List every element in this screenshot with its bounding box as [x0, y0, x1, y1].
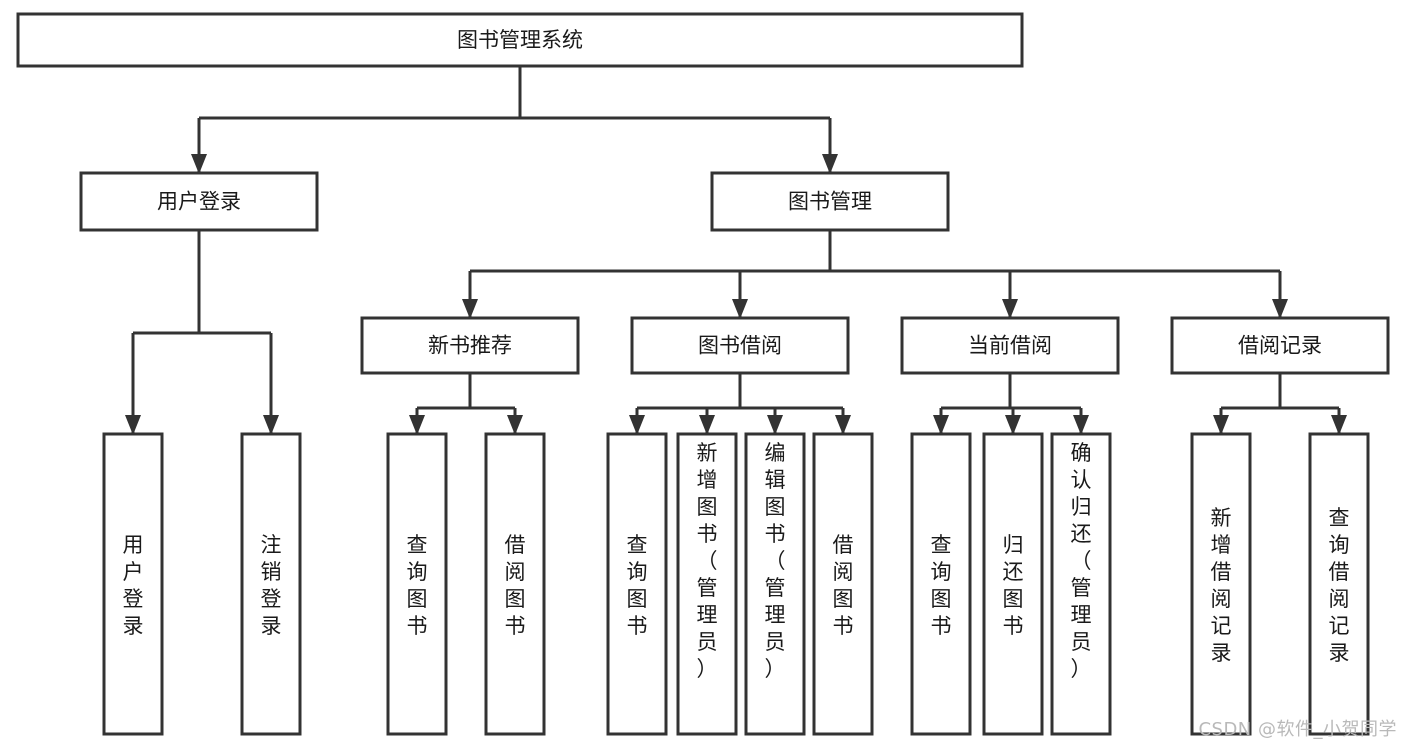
node-box[interactable] — [744, 432, 806, 736]
arrow-head-icon — [191, 154, 207, 174]
node-leaf-logout[interactable]: 注销登录 — [240, 432, 302, 736]
node-label: 新书推荐 — [428, 334, 512, 358]
node-box[interactable] — [386, 432, 448, 736]
node-leaf-add-record[interactable]: 新增借阅记录 — [1190, 432, 1252, 736]
node-leaf-borrow-book-1[interactable]: 借阅图书 — [484, 432, 546, 736]
arrow-head-icon — [263, 415, 279, 435]
arrow-head-icon — [732, 299, 748, 319]
arrow-head-icon — [1331, 415, 1347, 435]
node-box[interactable] — [900, 316, 1120, 375]
node-current-borrow[interactable]: 当前借阅 — [900, 316, 1120, 375]
arrow-head-icon — [1073, 415, 1089, 435]
nodes-layer: 图书管理系统用户登录图书管理新书推荐图书借阅当前借阅借阅记录用户登录注销登录查询… — [16, 12, 1390, 736]
node-label: 查询借阅记录 — [1329, 506, 1350, 665]
arrow-head-icon — [507, 415, 523, 435]
node-box[interactable] — [1050, 432, 1112, 736]
arrow-head-icon — [933, 415, 949, 435]
node-label: 用户登录 — [157, 190, 241, 214]
node-borrow-record[interactable]: 借阅记录 — [1170, 316, 1390, 375]
node-book-borrow[interactable]: 图书借阅 — [630, 316, 850, 375]
node-leaf-return-book[interactable]: 归还图书 — [982, 432, 1044, 736]
arrow-head-icon — [1213, 415, 1229, 435]
node-label: 新增借阅记录 — [1211, 506, 1232, 665]
node-label: 查询图书 — [407, 533, 428, 638]
node-box[interactable] — [1170, 316, 1390, 375]
node-label: 借阅图书 — [833, 533, 854, 638]
node-label: 注销登录 — [261, 533, 282, 638]
node-box[interactable] — [676, 432, 738, 736]
node-label: 借阅记录 — [1238, 334, 1322, 358]
node-label: 查询图书 — [931, 533, 952, 638]
node-label: 图书借阅 — [698, 334, 782, 358]
node-leaf-borrow-book-2[interactable]: 借阅图书 — [812, 432, 874, 736]
node-leaf-query-book-1[interactable]: 查询图书 — [386, 432, 448, 736]
arrow-head-icon — [462, 299, 478, 319]
node-label: 当前借阅 — [968, 334, 1052, 358]
node-leaf-add-book[interactable]: 新增图书（管理员） — [676, 432, 738, 736]
node-leaf-query-book-2[interactable]: 查询图书 — [606, 432, 668, 736]
arrow-head-icon — [125, 415, 141, 435]
node-label: 归还图书 — [1003, 533, 1024, 638]
node-box[interactable] — [79, 171, 319, 232]
arrow-head-icon — [629, 415, 645, 435]
node-label: 图书管理 — [788, 190, 872, 214]
node-label: 编辑图书（管理员） — [765, 441, 786, 681]
node-box[interactable] — [812, 432, 874, 736]
arrow-head-icon — [835, 415, 851, 435]
node-box[interactable] — [360, 316, 580, 375]
node-box[interactable] — [910, 432, 972, 736]
arrow-head-icon — [822, 154, 838, 174]
node-box[interactable] — [982, 432, 1044, 736]
connectors-layer — [125, 66, 1347, 435]
node-leaf-confirm-return[interactable]: 确认归还（管理员） — [1050, 432, 1112, 736]
node-box[interactable] — [606, 432, 668, 736]
node-leaf-edit-book[interactable]: 编辑图书（管理员） — [744, 432, 806, 736]
node-label: 图书管理系统 — [457, 28, 583, 52]
node-box[interactable] — [240, 432, 302, 736]
node-box[interactable] — [1308, 432, 1370, 736]
node-box[interactable] — [102, 432, 164, 736]
arrow-head-icon — [1002, 299, 1018, 319]
node-box[interactable] — [16, 12, 1024, 68]
node-leaf-user-login[interactable]: 用户登录 — [102, 432, 164, 736]
node-box[interactable] — [1190, 432, 1252, 736]
node-new-book-recommend[interactable]: 新书推荐 — [360, 316, 580, 375]
node-box[interactable] — [630, 316, 850, 375]
arrow-head-icon — [767, 415, 783, 435]
node-label: 新增图书（管理员） — [697, 441, 718, 681]
arrow-head-icon — [1272, 299, 1288, 319]
node-label: 确认归还（管理员） — [1071, 441, 1092, 681]
node-root-root[interactable]: 图书管理系统 — [16, 12, 1024, 68]
node-box[interactable] — [710, 171, 950, 232]
node-leaf-query-record[interactable]: 查询借阅记录 — [1308, 432, 1370, 736]
node-user-login[interactable]: 用户登录 — [79, 171, 319, 232]
node-label: 借阅图书 — [505, 533, 526, 638]
node-leaf-query-book-3[interactable]: 查询图书 — [910, 432, 972, 736]
node-label: 查询图书 — [627, 533, 648, 638]
node-label: 用户登录 — [123, 533, 144, 638]
arrow-head-icon — [409, 415, 425, 435]
csdn-watermark: CSDN @软件_小贺同学 — [1198, 719, 1397, 740]
arrow-head-icon — [699, 415, 715, 435]
arrow-head-icon — [1005, 415, 1021, 435]
node-book-manage[interactable]: 图书管理 — [710, 171, 950, 232]
node-box[interactable] — [484, 432, 546, 736]
